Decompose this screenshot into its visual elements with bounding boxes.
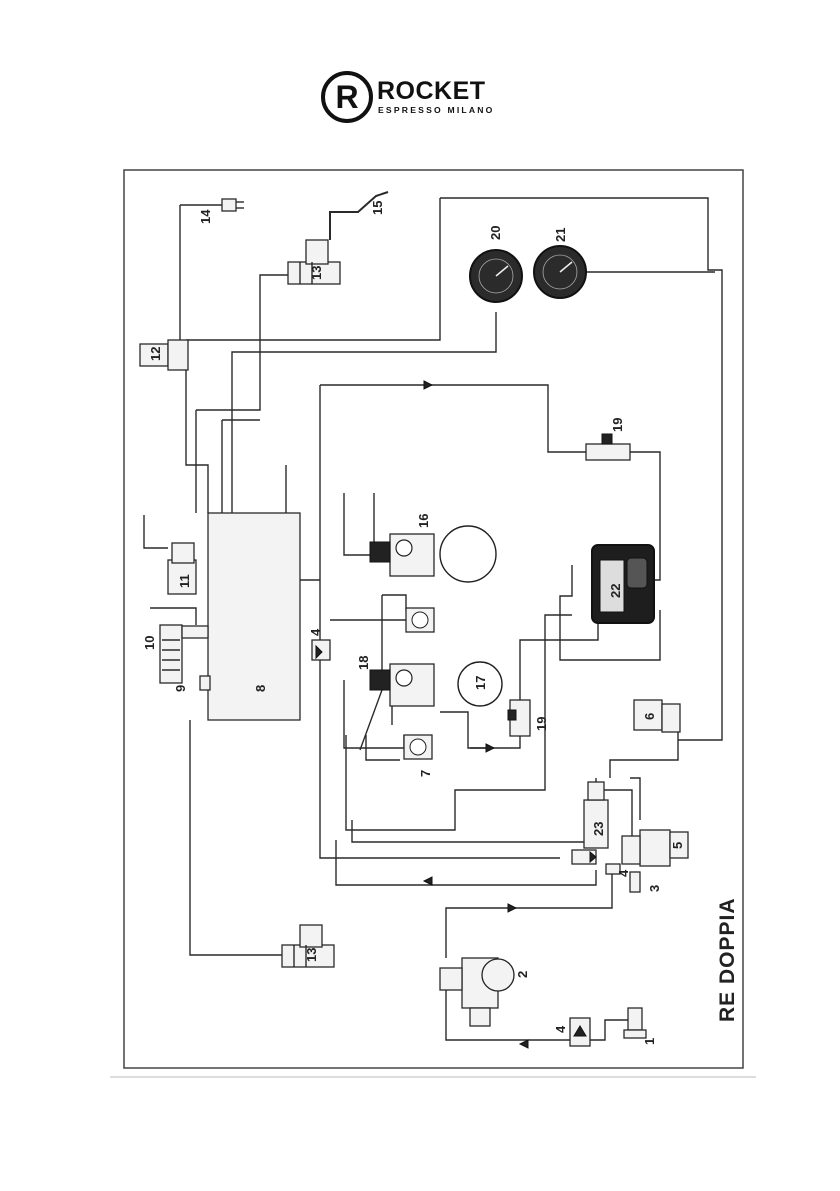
- diagram-title: RE DOPPIA: [716, 897, 739, 1022]
- label-10: 10: [142, 636, 157, 650]
- label-16: 16: [416, 514, 431, 528]
- plug-14: [222, 199, 244, 211]
- label-8: 8: [253, 685, 268, 692]
- check-valve-4-inlet: [570, 1018, 590, 1046]
- manifold-23: [584, 782, 608, 848]
- brew-group-16: [370, 526, 496, 632]
- label-13b: 13: [304, 948, 319, 962]
- steam-wand-15: [330, 192, 388, 240]
- fitting-3: [630, 872, 640, 892]
- gauge-21: [534, 246, 586, 298]
- label-19b: 19: [534, 717, 549, 731]
- check-valve-4: [312, 640, 330, 660]
- label-19a: 19: [610, 418, 625, 432]
- label-18: 18: [356, 656, 371, 670]
- level-probe-9: [200, 676, 210, 690]
- label-21: 21: [553, 228, 568, 242]
- label-11: 11: [177, 574, 192, 588]
- solenoid-valve-7: [404, 735, 432, 759]
- water-inlet-1: [624, 1008, 646, 1038]
- pump-2: [440, 958, 514, 1026]
- gauge-20: [470, 250, 522, 302]
- label-6: 6: [642, 713, 657, 720]
- valve-6: [634, 700, 680, 732]
- label-23: 23: [591, 822, 606, 836]
- label-15: 15: [370, 201, 385, 215]
- control-box-22: [592, 545, 654, 623]
- label-3: 3: [647, 885, 662, 892]
- flowmeter-19-lower: [508, 700, 530, 736]
- label-9: 9: [173, 685, 188, 692]
- label-2: 2: [515, 971, 530, 978]
- label-17: 17: [473, 676, 488, 690]
- label-13a: 13: [309, 266, 324, 280]
- label-22: 22: [608, 584, 623, 598]
- label-12: 12: [148, 347, 163, 361]
- label-5: 5: [670, 842, 685, 849]
- label-4a: 4: [308, 628, 323, 636]
- label-4c: 4: [553, 1025, 568, 1033]
- flowmeter-19-upper: [586, 434, 630, 460]
- label-20: 20: [488, 226, 503, 240]
- label-7: 7: [418, 770, 433, 777]
- label-4b: 4: [616, 869, 631, 877]
- label-1: 1: [642, 1038, 657, 1045]
- check-valve-4-lower: [572, 850, 596, 864]
- label-14: 14: [198, 209, 213, 224]
- heating-element-10: [160, 625, 208, 683]
